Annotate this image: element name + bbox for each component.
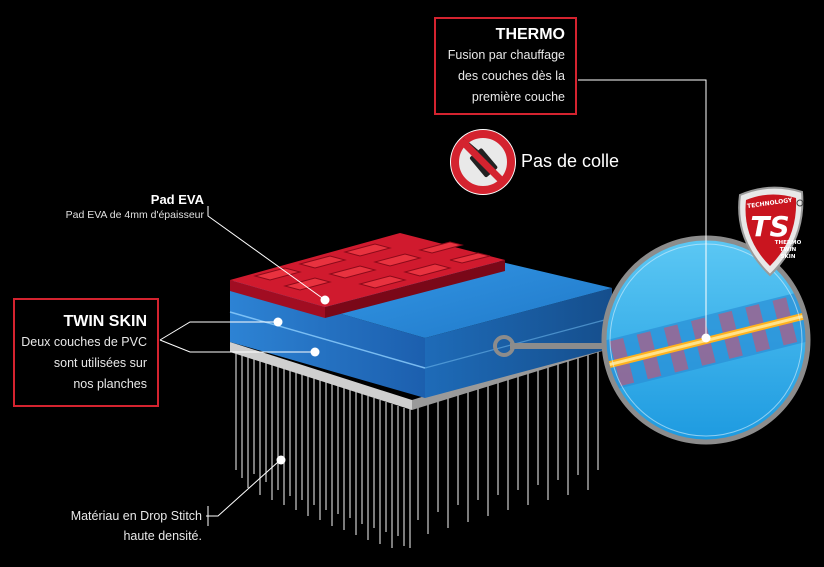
thermo-line-1: Fusion par chauffage	[447, 48, 565, 62]
twin-skin-callout: TWIN SKIN Deux couches de PVC sont utili…	[13, 298, 159, 407]
drop-stitch-threads	[235, 350, 599, 548]
drop-stitch-line-2: haute densité.	[123, 529, 202, 543]
badge-side-line-1: THERMO	[775, 240, 802, 246]
tts-badge: TS TECHNOLOGY THERMO TWIN SKIN	[738, 186, 804, 277]
twin-skin-line-3: nos planches	[73, 377, 147, 391]
drop-stitch-line-1: Matériau en Drop Stitch	[70, 509, 202, 523]
no-glue-icon	[450, 129, 516, 195]
eva-pad-layer	[230, 233, 505, 318]
thermo-line-3: première couche	[471, 90, 565, 104]
leader-lines	[159, 79, 707, 526]
badge-main-text: TS	[750, 210, 789, 243]
twin-skin-line-1: Deux couches de PVC	[21, 335, 147, 349]
thermo-title: THERMO	[495, 26, 565, 43]
pad-eva-title: Pad EVA	[150, 192, 204, 207]
thermo-callout: THERMO Fusion par chauffage des couches …	[434, 17, 577, 115]
leader-dots	[273, 295, 711, 465]
magnifier-connector	[493, 335, 604, 357]
badge-side-line-3: SKIN	[781, 254, 796, 260]
drop-stitch-label: Matériau en Drop Stitch haute densité.	[20, 506, 202, 546]
no-glue-label: Pas de colle	[521, 151, 620, 171]
thermo-line-2: des couches dès la	[457, 69, 565, 83]
badge-side-line-2: TWIN	[780, 247, 797, 253]
twin-skin-line-2: sont utilisées sur	[53, 356, 147, 370]
pad-eva-label: Pad EVA Pad EVA de 4mm d'épaisseur	[20, 192, 204, 222]
twin-skin-title: TWIN SKIN	[63, 313, 147, 330]
pad-eva-desc: Pad EVA de 4mm d'épaisseur	[65, 209, 204, 221]
